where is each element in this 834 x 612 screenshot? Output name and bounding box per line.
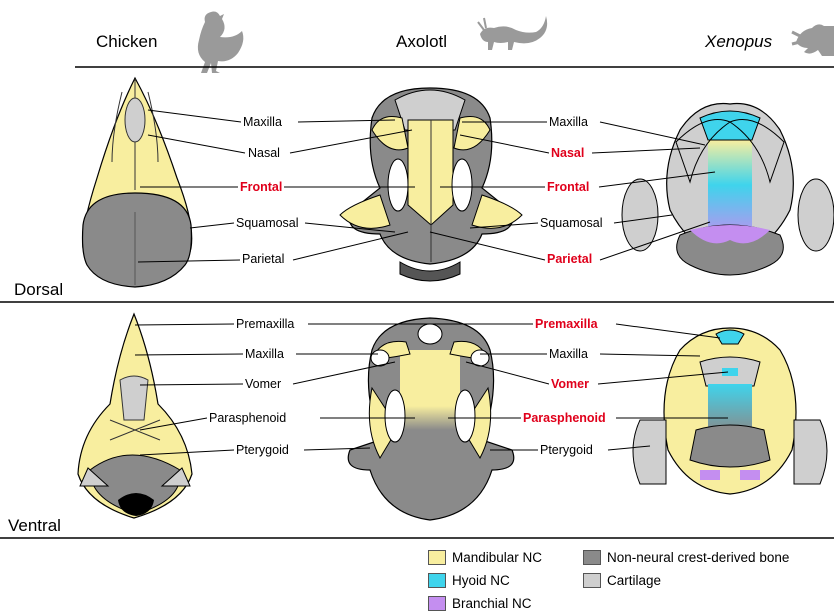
label-premaxilla: Premaxilla [533,317,600,331]
chicken-silhouette-icon [198,12,243,74]
label-vomer: Vomer [549,377,591,391]
label-maxilla: Maxilla [547,347,590,361]
label-parietal: Parietal [240,252,286,266]
legend-swatch [428,573,446,588]
axolotl-ventral-skull [348,318,514,520]
label-frontal: Frontal [238,180,284,194]
label-parietal: Parietal [545,252,594,266]
label-pterygoid: Pterygoid [538,443,595,457]
label-maxilla: Maxilla [241,115,284,129]
label-parasphenoid: Parasphenoid [207,411,288,425]
legend-label: Hyoid NC [452,573,510,588]
chicken-dorsal-skull [83,78,192,287]
label-squamosal: Squamosal [538,216,605,230]
label-parasphenoid: Parasphenoid [521,411,608,425]
chicken-ventral-skull [78,314,192,518]
legend-item-hyoid: Hyoid NC [428,573,510,588]
row-label-ventral: Ventral [8,516,61,536]
label-maxilla: Maxilla [243,347,286,361]
legend-label: Cartilage [607,573,661,588]
label-premaxilla: Premaxilla [234,317,296,331]
legend-swatch [428,596,446,611]
legend-item-branchial: Branchial NC [428,596,532,611]
label-nasal: Nasal [246,146,282,160]
legend-item-bone: Non-neural crest-derived bone [583,550,789,565]
legend-label: Branchial NC [452,596,532,611]
label-frontal: Frontal [545,180,591,194]
legend-swatch [583,550,601,565]
legend-item-mandibular: Mandibular NC [428,550,542,565]
xenopus-dorsal-skull [622,104,834,275]
legend-label: Mandibular NC [452,550,542,565]
label-squamosal: Squamosal [234,216,301,230]
row-label-dorsal: Dorsal [14,280,63,300]
axolotl-dorsal-skull [340,88,522,281]
xenopus-ventral-skull [633,328,827,494]
label-vomer: Vomer [243,377,283,391]
legend-label: Non-neural crest-derived bone [607,550,789,565]
frog-silhouette-icon [792,24,834,56]
label-maxilla: Maxilla [547,115,590,129]
legend-swatch [428,550,446,565]
legend-item-cartilage: Cartilage [583,573,661,588]
label-nasal: Nasal [549,146,586,160]
label-pterygoid: Pterygoid [234,443,291,457]
axolotl-silhouette-icon [478,16,547,50]
legend-swatch [583,573,601,588]
